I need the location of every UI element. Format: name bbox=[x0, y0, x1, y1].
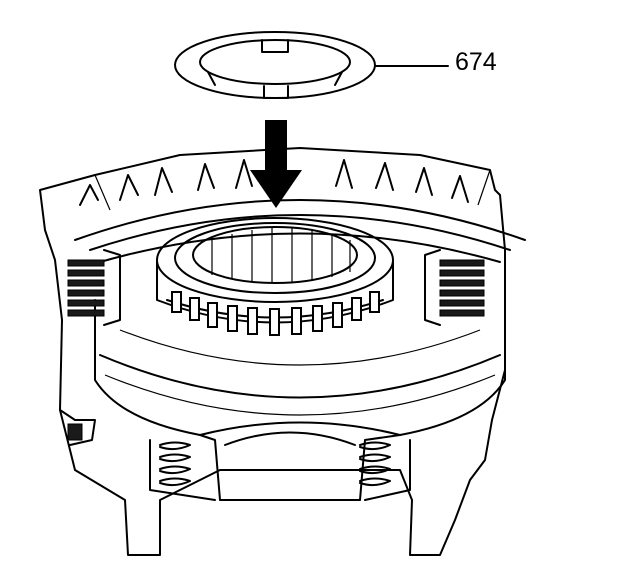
clutch-drum bbox=[74, 199, 526, 436]
bearing-rollers bbox=[171, 291, 380, 336]
part-number-label: 674 bbox=[455, 48, 497, 76]
left-clutch-pack bbox=[67, 249, 121, 326]
thrust-washer-674 bbox=[174, 31, 449, 99]
bottom-hub bbox=[149, 431, 411, 501]
left-return-springs bbox=[159, 441, 191, 487]
transmission-housing bbox=[39, 147, 506, 556]
inner-splines bbox=[211, 228, 351, 282]
bearing-assembly bbox=[156, 217, 394, 336]
right-return-springs bbox=[359, 441, 391, 487]
housing-teeth bbox=[79, 159, 469, 206]
down-arrow-icon bbox=[250, 120, 302, 208]
right-clutch-pack bbox=[424, 249, 485, 326]
